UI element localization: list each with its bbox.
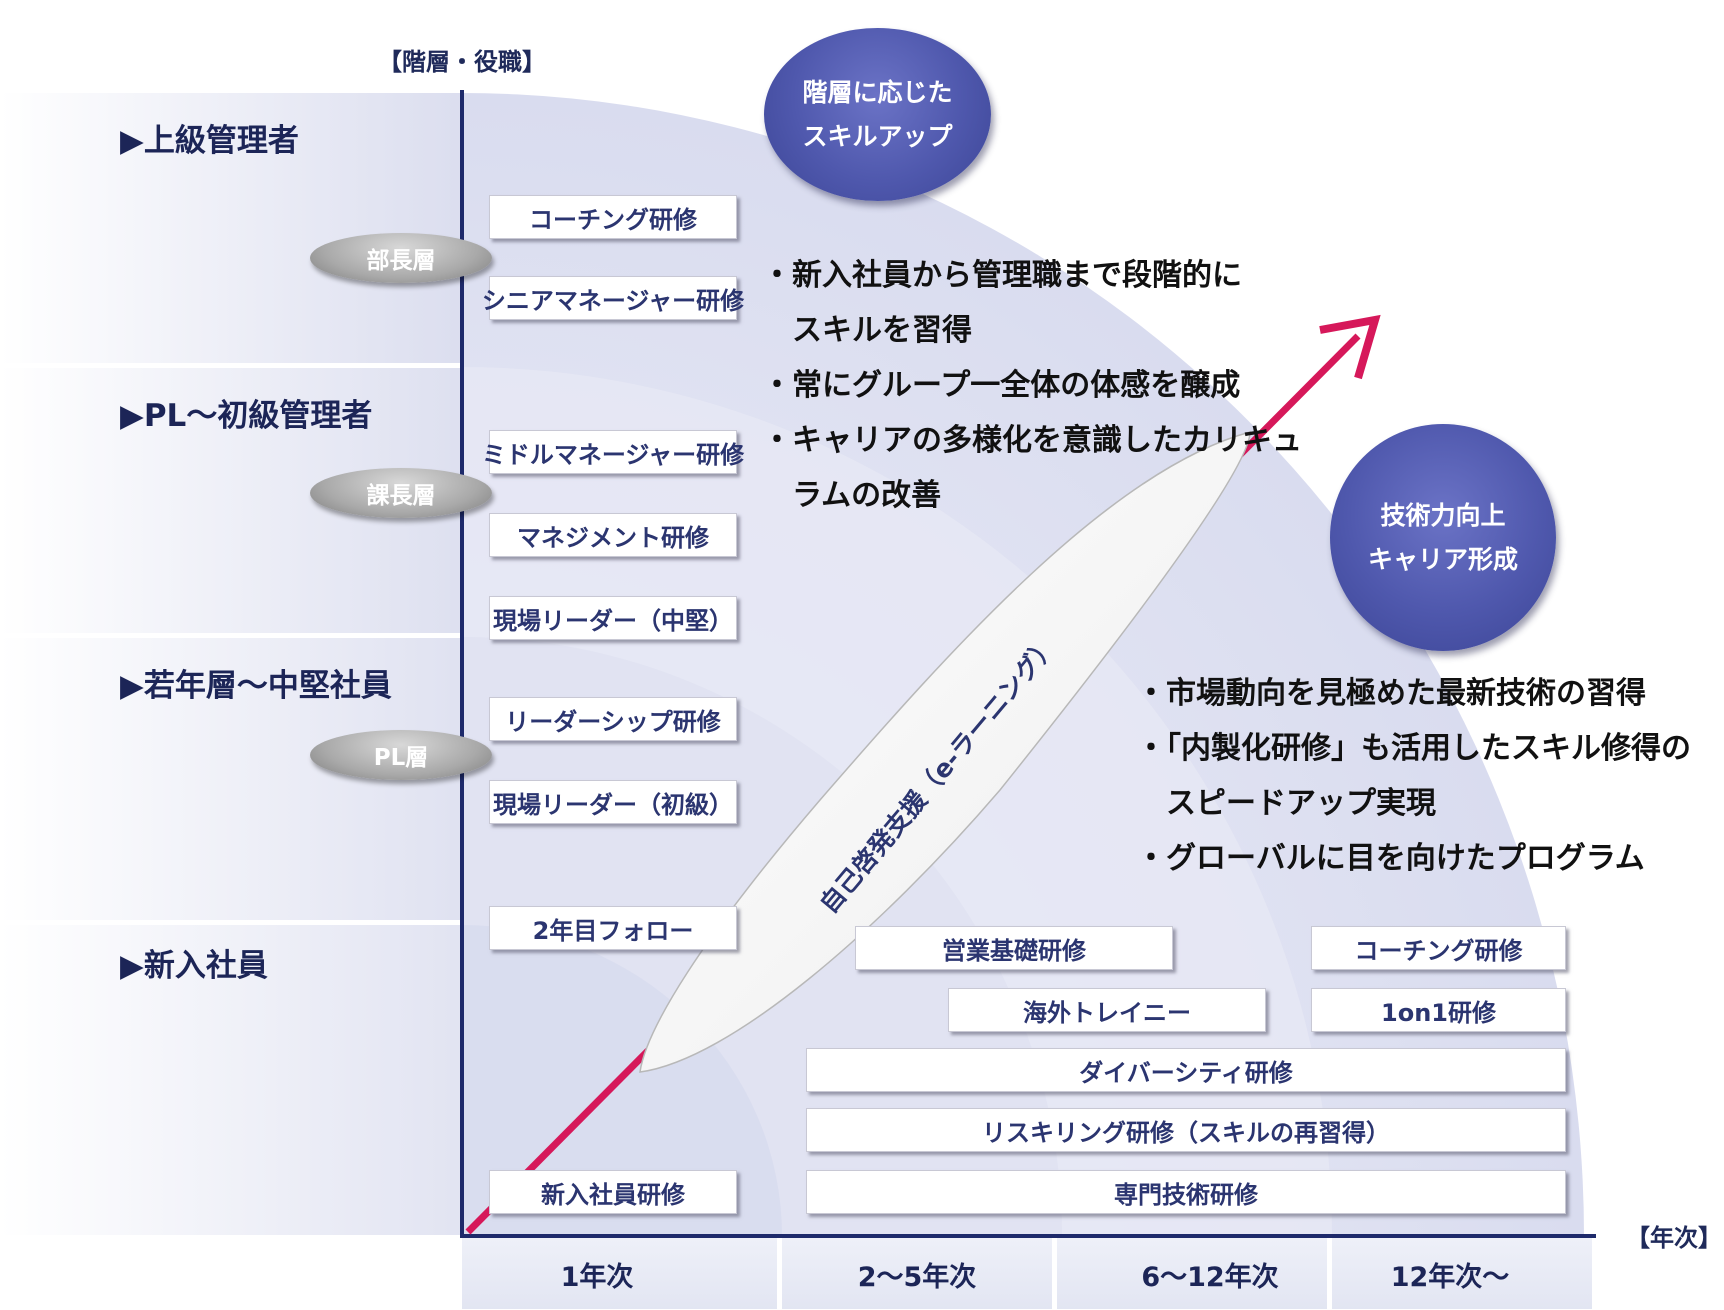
training-coaching-senior: コーチング研修 xyxy=(489,195,737,239)
bullet-skill-1: ・新入社員から管理職まで段階的に xyxy=(762,258,1242,293)
circle-skill-up-line1: 階層に応じた xyxy=(802,77,953,107)
training-senior-manager: シニアマネージャー研修 xyxy=(482,276,744,320)
bullet-tech-2: ・「内製化研修」も活用したスキル修得の xyxy=(1136,731,1691,766)
training-overseas-trainee: 海外トレイニー xyxy=(948,988,1266,1032)
year-col-6-12: 6～12年次 xyxy=(1141,1261,1279,1293)
circle-skill-up: 階層に応じた スキルアップ xyxy=(764,28,991,201)
training-diversity: ダイバーシティ研修 xyxy=(806,1048,1566,1092)
bullet-tech-1: ・市場動向を見極めた最新技術の習得 xyxy=(1136,676,1646,711)
circle-skill-up-line2: スキルアップ xyxy=(802,121,953,151)
training-management: マネジメント研修 xyxy=(489,513,737,557)
circle-tech-career-line2: キャリア形成 xyxy=(1367,544,1518,574)
year-col-1: 1年次 xyxy=(560,1261,634,1293)
bullet-skill-5: ラムの改善 xyxy=(762,478,942,513)
bullets-tech: ・市場動向を見極めた最新技術の習得 ・「内製化研修」も活用したスキル修得の スピ… xyxy=(1136,666,1691,886)
band-senior xyxy=(0,93,462,363)
bullet-skill-2: スキルを習得 xyxy=(762,313,972,348)
badge-department-manager: 部長層 xyxy=(310,233,492,283)
levels-axis-label: 【階層・役職】 xyxy=(378,48,546,76)
badge-pl: PL層 xyxy=(310,730,492,780)
year-strip-3 xyxy=(1057,1238,1327,1309)
training-second-year-follow: 2年目フォロー xyxy=(489,906,737,950)
training-field-leader-mid: 現場リーダー（中堅） xyxy=(489,596,737,640)
growth-arrow-head xyxy=(1319,314,1381,380)
bullet-skill-3: ・常にグループ一全体の体感を醸成 xyxy=(762,368,1241,403)
circle-tech-career-line1: 技術力向上 xyxy=(1380,500,1506,530)
level-senior-manager: ▶上級管理者 xyxy=(120,123,299,159)
level-new-employee: ▶新入社員 xyxy=(120,948,268,984)
training-sales-basics: 営業基礎研修 xyxy=(855,926,1173,970)
years-axis-label: 【年次】 xyxy=(1626,1224,1722,1252)
bullet-tech-4: ・グローバルに目を向けたプログラム xyxy=(1136,841,1645,876)
circle-tech-career: 技術力向上 キャリア形成 xyxy=(1330,424,1556,651)
year-strip-1 xyxy=(462,1238,777,1309)
year-strip-2 xyxy=(782,1238,1052,1309)
year-col-12-plus: 12年次～ xyxy=(1390,1261,1510,1293)
training-reskilling: リスキリング研修（スキルの再習得） xyxy=(806,1108,1566,1152)
training-field-leader-junior: 現場リーダー（初級） xyxy=(489,780,737,824)
training-middle-manager: ミドルマネージャー研修 xyxy=(482,430,744,474)
training-leadership: リーダーシップ研修 xyxy=(489,697,737,741)
bullet-skill-4: ・キャリアの多様化を意識したカリキュ xyxy=(762,423,1302,458)
badge-section-manager: 課長層 xyxy=(310,468,492,518)
level-pl-junior-manager: ▶PL～初級管理者 xyxy=(120,398,373,434)
elearning-pill-shape xyxy=(639,431,1251,1073)
training-1on1: 1on1研修 xyxy=(1311,988,1566,1032)
training-new-employee: 新入社員研修 xyxy=(489,1170,737,1214)
training-specialized-tech: 専門技術研修 xyxy=(806,1170,1566,1214)
band-new xyxy=(0,925,462,1235)
year-strip-4 xyxy=(1332,1238,1592,1309)
bullets-skill: ・新入社員から管理職まで段階的に スキルを習得 ・常にグループ一全体の体感を醸成… xyxy=(762,248,1302,523)
bullet-tech-3: スピードアップ実現 xyxy=(1136,786,1436,821)
level-young-mid: ▶若年層～中堅社員 xyxy=(120,668,392,704)
year-col-2-5: 2～5年次 xyxy=(857,1261,977,1293)
training-coaching-veteran: コーチング研修 xyxy=(1311,926,1566,970)
